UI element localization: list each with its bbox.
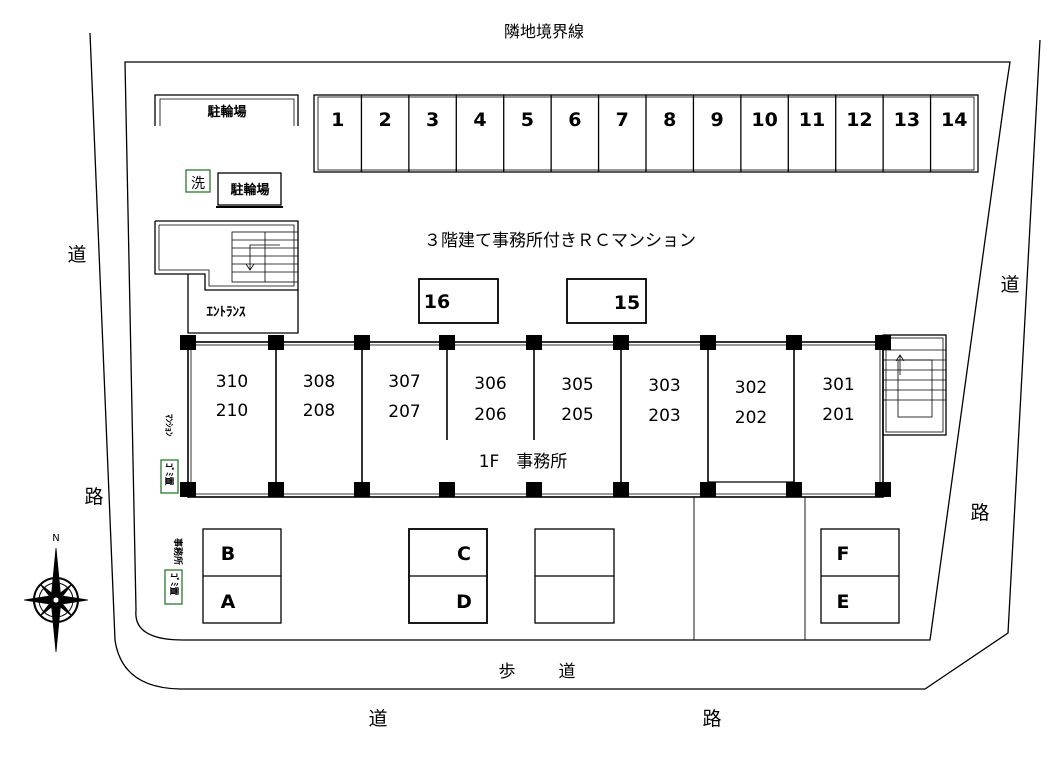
parking-16 [418,278,499,324]
unit-202: 202 [735,408,767,428]
garbage-mansion-box [160,459,179,494]
parking-space-13: 13 [894,109,920,131]
bicycle-label-2: 駐輪場 [230,182,269,198]
unit-307: 307 [388,372,420,392]
parking-C: C [457,543,471,565]
wash-box [185,169,211,193]
sidewalk-left: 歩 [499,662,516,682]
parking-space-9: 9 [711,109,724,131]
parking-space-11: 11 [799,109,825,131]
parking-space-10: 10 [751,109,777,131]
compass-north-label: N [52,533,59,544]
bicycle-parking-2 [217,172,282,206]
road-right-top: 道 [1000,274,1019,296]
road-right-bottom: 路 [970,502,989,524]
boundary-label: 隣地境界線 [504,22,584,41]
road-left-bottom: 路 [84,486,103,508]
parking-bottom [202,528,900,624]
unit-201: 201 [822,405,854,425]
entrance-label: ｴﾝﾄﾗﾝｽ [207,305,247,320]
unit-203: 203 [648,406,680,426]
parking-16-label: 16 [424,291,450,313]
unit-206: 206 [474,405,506,425]
bicycle-parking-1 [154,94,299,126]
parking-space-4: 4 [473,109,486,131]
parking-15-label: 15 [614,292,640,314]
garbage-office-label: 事務所 [172,538,184,565]
garbage-office-box [164,569,183,605]
parking-space-5: 5 [521,109,534,131]
parking-space-3: 3 [426,109,439,131]
road-bottom-left: 道 [368,708,387,730]
parking-space-1: 1 [331,109,344,131]
building-title: ３階建て事務所付きＲＣマンション [424,231,696,251]
stair-left [154,220,299,291]
parking-F: F [837,543,850,565]
parking-space-7: 7 [616,109,629,131]
garbage-office-box-label: ｺﾞﾐ置 [168,573,180,596]
wash-label: 洗 [191,176,205,192]
unit-306: 306 [474,374,506,394]
parking-space-8: 8 [663,109,676,131]
parking-space-14: 14 [941,109,967,131]
office-1f-label: 1F 事務所 [479,452,568,472]
bicycle-label-1: 駐輪場 [207,104,246,120]
unit-208: 208 [303,401,335,421]
road-bottom-right: 路 [702,708,721,730]
main-building [187,341,884,498]
unit-301: 301 [822,375,854,395]
road-left-top: 道 [67,244,86,266]
unit-305: 305 [561,375,593,395]
stair-right [882,334,947,436]
compass-icon [23,547,89,653]
garbage-mansion-label: ﾏﾝｼｮﾝ [163,414,174,437]
unit-310: 310 [216,372,248,392]
unit-303: 303 [648,376,680,396]
parking-B: B [221,543,235,565]
garbage-mansion-box-label: ｺﾞﾐ置 [163,463,175,486]
sidewalk-right: 道 [559,662,576,682]
unit-205: 205 [561,405,593,425]
unit-210: 210 [216,401,248,421]
unit-207: 207 [388,402,420,422]
unit-308: 308 [303,372,335,392]
parking-15 [566,278,647,324]
parking-space-6: 6 [568,109,581,131]
site-boundary [124,61,1011,641]
parking-A: A [221,591,236,613]
parking-D: D [456,591,472,613]
unit-302: 302 [735,378,767,398]
parking-space-12: 12 [846,109,872,131]
parking-space-2: 2 [379,109,392,131]
entrance-block [187,274,299,334]
parking-E: E [837,591,850,613]
road-outer-edge [89,32,1041,690]
